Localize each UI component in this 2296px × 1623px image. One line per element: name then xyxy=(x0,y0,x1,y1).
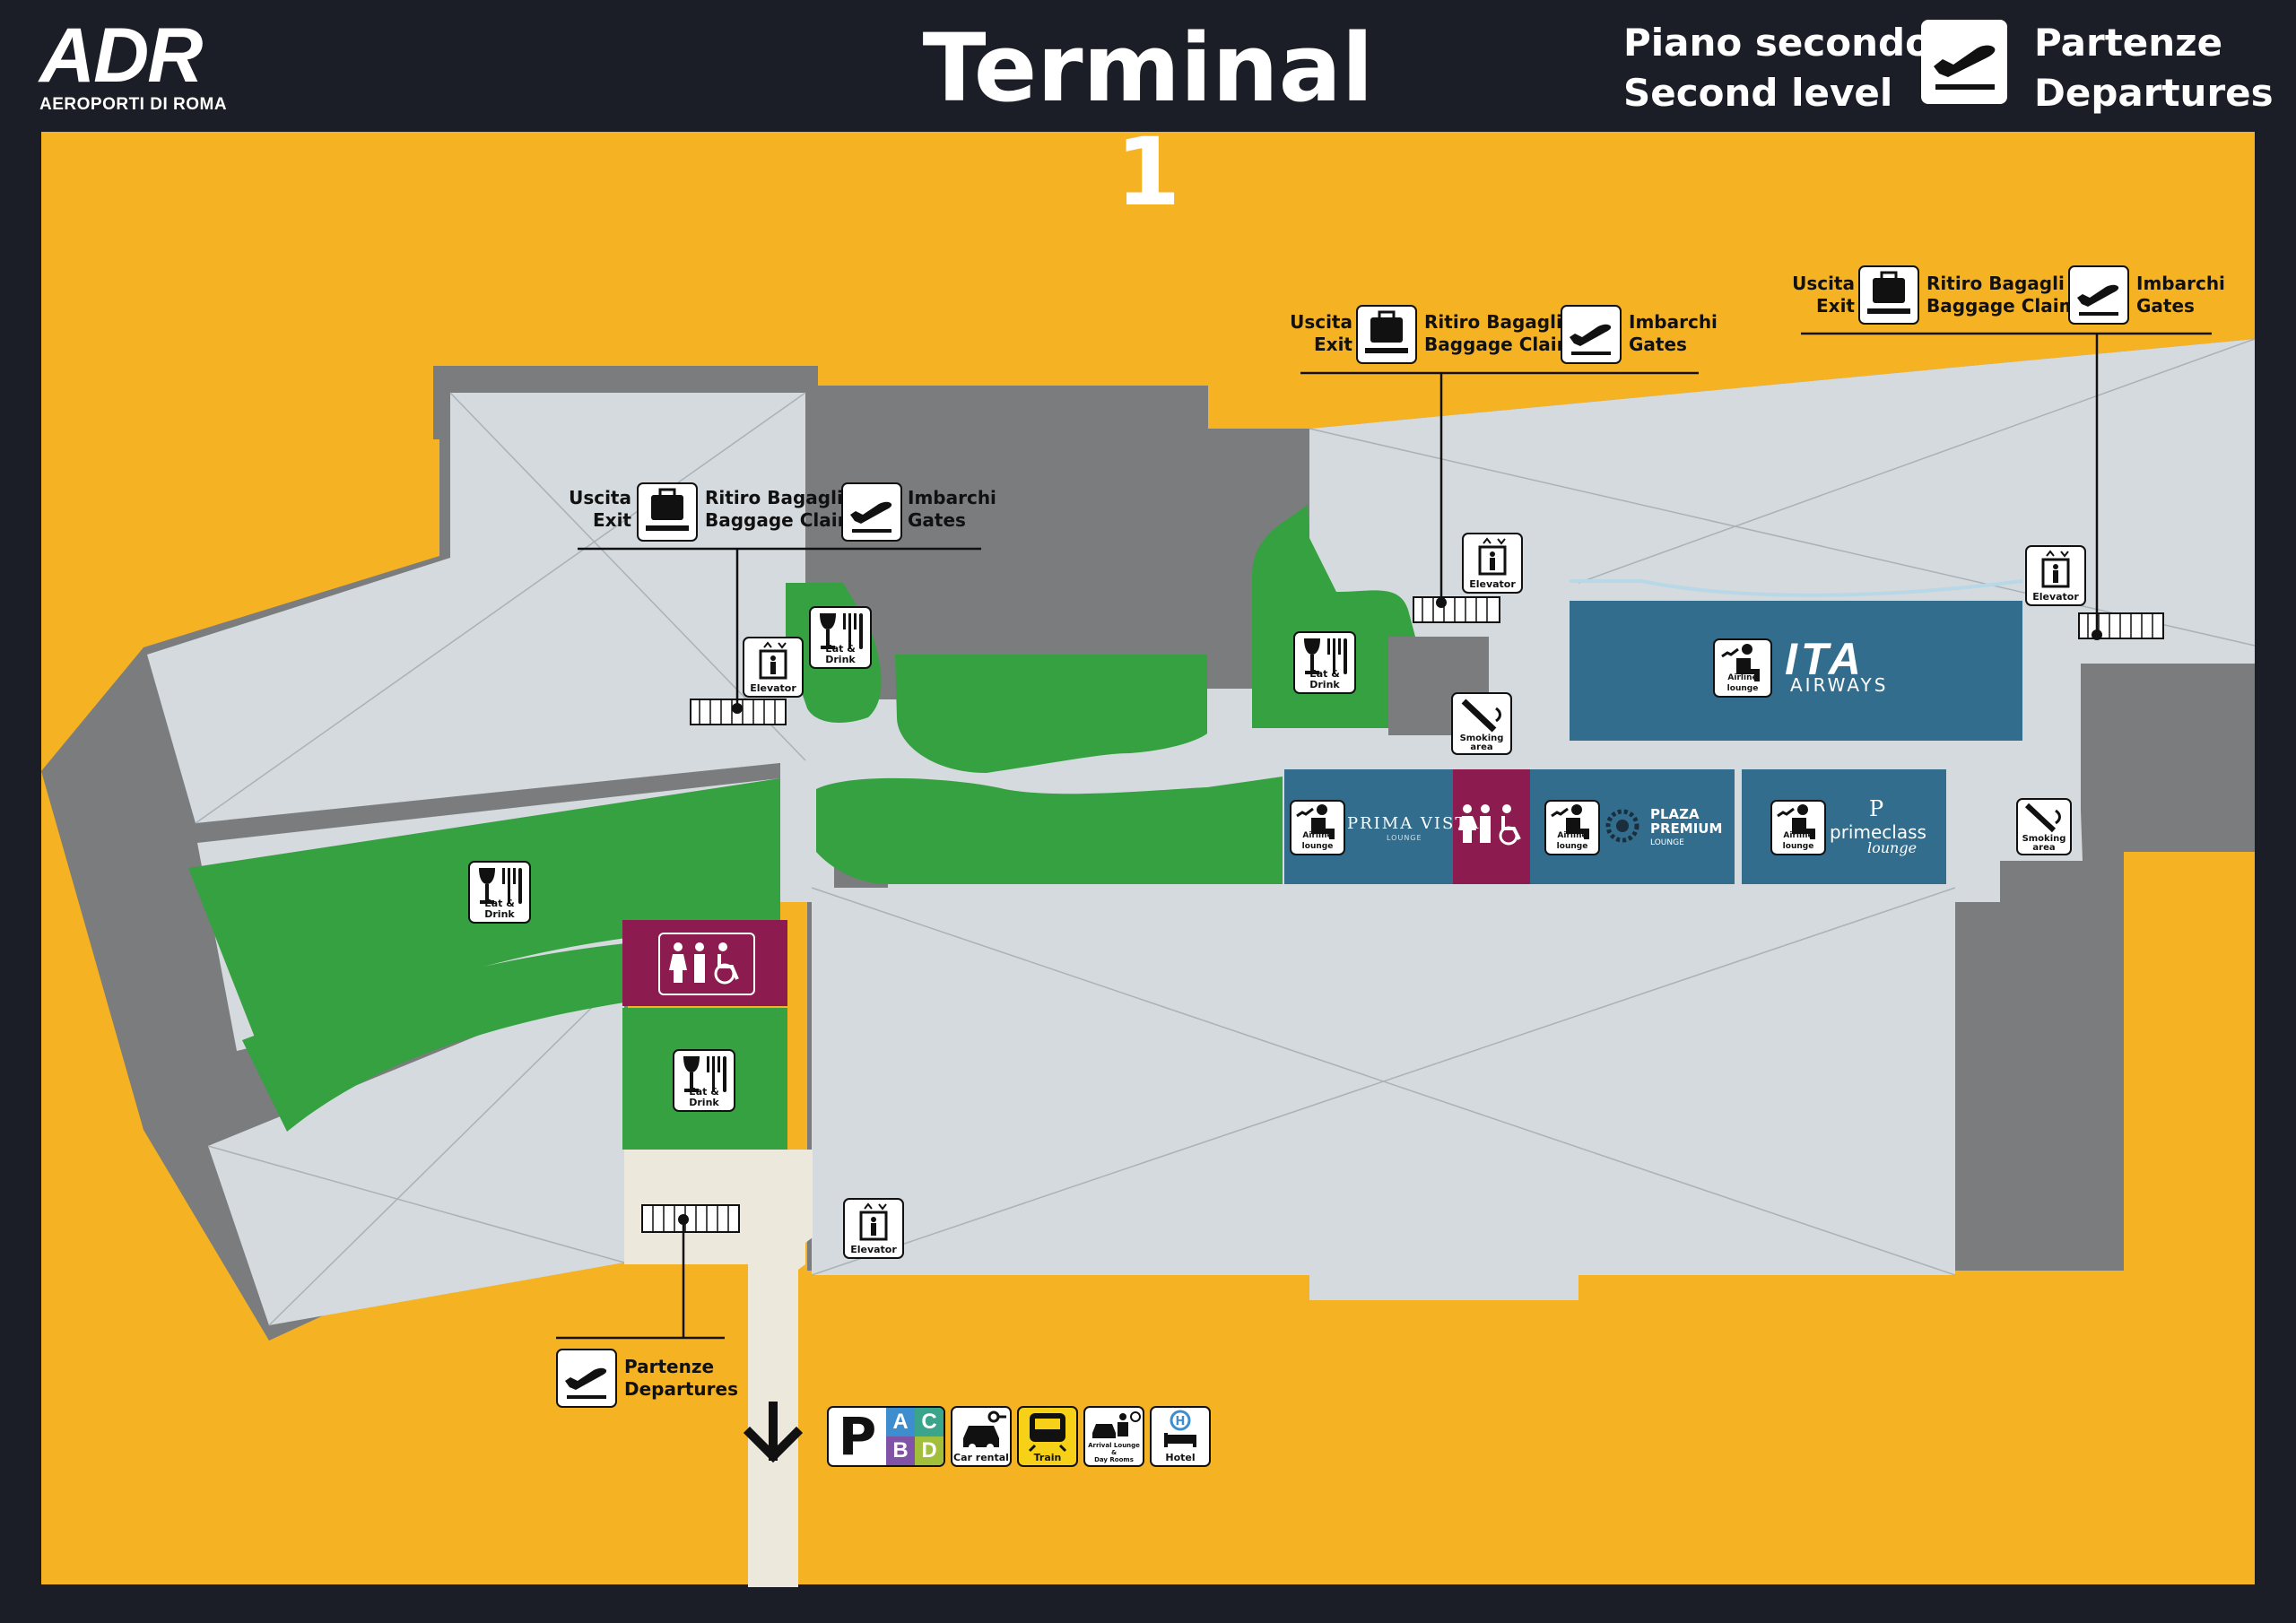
eat-drink-icon: Eat & Drink xyxy=(468,861,531,924)
adr-logo: ADR AEROPORTI DI ROMA xyxy=(39,13,228,115)
primeclass-mark: P xyxy=(1869,796,1884,821)
south-corridor xyxy=(624,1150,813,1587)
plaza-premium-lounge-name: PLAZA PREMIUM LOUNGE xyxy=(1650,806,1723,847)
sign-leader-lines xyxy=(556,332,2212,1340)
level-label: Piano secondo Second level xyxy=(1623,18,1931,118)
airline-lounge-icon: Airline lounge xyxy=(1770,800,1826,855)
primeclass-lounge-sub: lounge xyxy=(1867,839,1918,856)
parking-zone-a: A xyxy=(886,1408,915,1436)
ita-lounge-area xyxy=(1570,601,2022,741)
gates-icon xyxy=(2068,265,2129,325)
prima-vista-lounge-name: PRIMA VISTA xyxy=(1347,814,1481,833)
mode-label: Partenze Departures xyxy=(2034,18,2274,118)
departures-icon xyxy=(1921,20,2007,104)
airline-lounge-icon: Airline lounge xyxy=(1713,638,1772,698)
level-it: Piano secondo xyxy=(1623,21,1931,65)
eat-drink-icon: Eat & Drink xyxy=(809,606,872,669)
ita-airways-logo: ITA xyxy=(1785,634,1865,684)
ita-airways-subtitle: AIRWAYS xyxy=(1790,674,1889,696)
svg-text:H: H xyxy=(1176,1415,1186,1428)
logo-text: ADR xyxy=(39,13,203,99)
page-title: Terminal 1 xyxy=(922,13,1374,227)
down-arrow-icon xyxy=(743,1402,804,1463)
sign-anchor-dots xyxy=(678,597,2102,1225)
baggage-claim-icon xyxy=(1356,305,1417,364)
prima-vista-lounge-sub: LOUNGE xyxy=(1387,834,1422,842)
restroom-icon xyxy=(658,933,755,995)
elevator-icon: Elevator xyxy=(2025,545,2086,606)
primeclass-lounge-name: primeclass xyxy=(1830,821,1926,843)
escalators xyxy=(641,596,2164,1233)
restroom-icon xyxy=(1457,798,1528,850)
airline-lounge-icon: Airline lounge xyxy=(1544,800,1600,855)
elevator-icon: Elevator xyxy=(743,637,804,698)
mode-en: Departures xyxy=(2034,71,2274,115)
hotel-icon: H Hotel xyxy=(1150,1406,1211,1467)
plaza-premium-logo-icon xyxy=(1605,809,1639,843)
mode-it: Partenze xyxy=(2034,21,2223,65)
airline-lounge-icon: Airline lounge xyxy=(1290,800,1345,855)
floor-diagonals xyxy=(195,338,2256,1326)
baggage-claim-icon xyxy=(1858,265,1919,325)
header-bar: ADR AEROPORTI DI ROMA Terminal 1 Piano s… xyxy=(0,0,2296,224)
train-icon: Train xyxy=(1017,1406,1078,1467)
gates-icon xyxy=(841,482,902,542)
level-en: Second level xyxy=(1623,71,1893,115)
ita-lounge-glass xyxy=(1570,579,2023,597)
elevator-icon: Elevator xyxy=(843,1198,904,1259)
car-rental-icon: Car rental xyxy=(951,1406,1012,1467)
eat-drink-icon: Eat & Drink xyxy=(1293,631,1356,694)
parking-zone-c: C xyxy=(915,1408,944,1436)
elevator-icon: Elevator xyxy=(1462,533,1523,594)
gates-icon xyxy=(1561,305,1622,364)
central-core-block xyxy=(818,386,1254,717)
parking-zone-b: B xyxy=(886,1436,915,1465)
parking-icon: P A C B D xyxy=(827,1406,945,1467)
parking-zone-d: D xyxy=(915,1436,944,1465)
arrival-lounge-icon: Arrival Lounge&Day Rooms xyxy=(1083,1406,1144,1467)
eat-drink-icon: Eat & Drink xyxy=(673,1049,735,1112)
logo-subtitle: AEROPORTI DI ROMA xyxy=(39,95,228,114)
departures-icon xyxy=(556,1349,617,1408)
parking-letter: P xyxy=(838,1406,877,1467)
baggage-claim-icon xyxy=(637,482,698,542)
